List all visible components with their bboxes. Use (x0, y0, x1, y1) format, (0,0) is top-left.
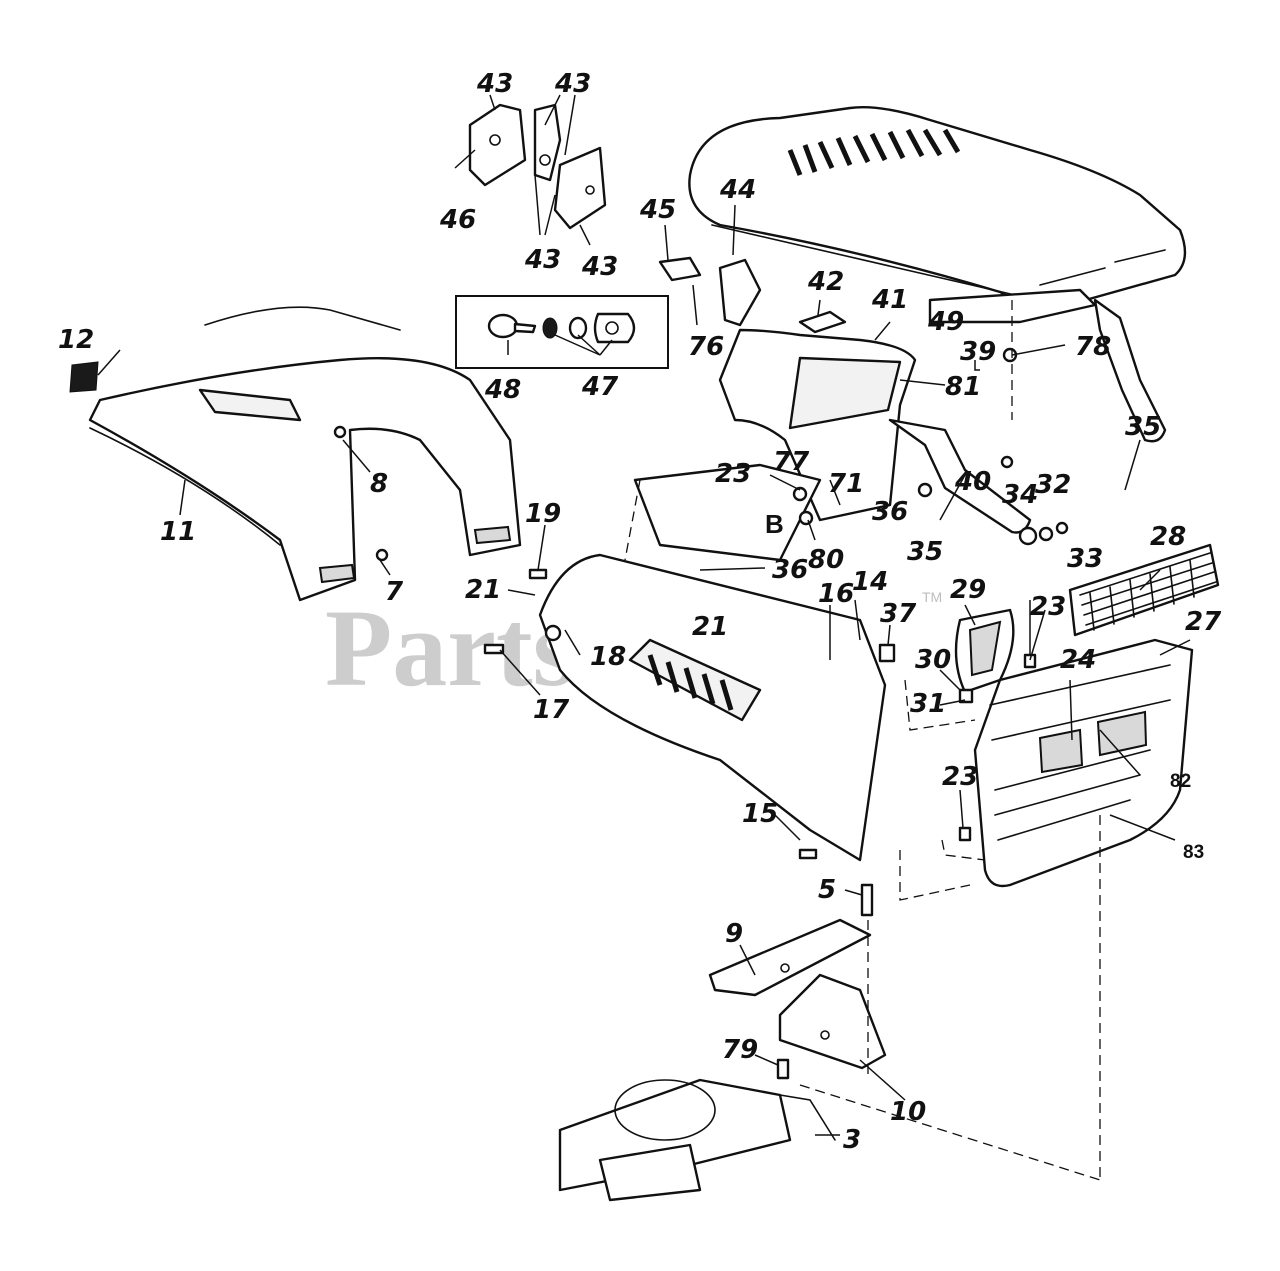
callout-31: 31 (910, 689, 946, 719)
side-panel-part[interactable] (538, 553, 887, 862)
callout-35-left: 35 (907, 537, 943, 567)
callout-81: 81 (945, 372, 981, 402)
dash-panel-part[interactable] (633, 328, 917, 562)
callout-43-bottom-left: 43 (524, 245, 561, 275)
leader-lines (97, 94, 1191, 1136)
callout-33: 33 (1067, 544, 1103, 574)
callout-14: 14 (852, 567, 888, 597)
callout-19: 19 (525, 499, 561, 529)
callout-37: 37 (880, 599, 917, 629)
callout-labels: 43 43 46 43 43 45 44 42 76 49 41 81 39 7… (58, 69, 1222, 1155)
headlight-housing-part[interactable] (954, 608, 1015, 694)
front-bracket-part[interactable] (708, 918, 887, 1070)
callout-28: 28 (1150, 522, 1186, 552)
callout-44: 44 (719, 175, 756, 205)
callout-8: 8 (370, 469, 388, 499)
callout-36-right: 36 (872, 497, 908, 527)
callout-77: 77 (773, 447, 810, 477)
callout-18: 18 (590, 642, 626, 672)
callout-43-top-left: 43 (476, 69, 513, 99)
callout-76: 76 (688, 332, 724, 362)
callout-9: 9 (725, 919, 743, 949)
callout-15: 15 (742, 799, 778, 829)
callout-27: 27 (1185, 607, 1222, 637)
assembly-lines (624, 300, 1101, 1181)
callout-5: 5 (818, 875, 836, 905)
callout-49: 49 (927, 307, 964, 337)
callout-78: 78 (1075, 332, 1111, 362)
callout-7: 7 (385, 577, 404, 607)
hinge-bracket-part[interactable] (468, 103, 607, 230)
callout-71: 71 (828, 469, 864, 499)
callout-47: 47 (581, 372, 619, 402)
reflector-part[interactable] (69, 361, 99, 393)
callout-B: B (765, 509, 784, 539)
callout-39: 39 (960, 337, 996, 367)
frame-part[interactable] (558, 1078, 836, 1202)
callout-43-bottom-right: 43 (581, 252, 618, 282)
hood-part[interactable] (688, 106, 1187, 313)
rear-fender-part[interactable] (88, 306, 522, 602)
fastener-hardware (333, 347, 1069, 562)
callout-40: 40 (954, 467, 991, 497)
callout-82: 82 (1170, 771, 1191, 792)
callout-30: 30 (915, 645, 951, 675)
callout-21-left: 21 (465, 575, 501, 605)
callout-32: 32 (1035, 470, 1071, 500)
grille-part[interactable] (1068, 543, 1220, 637)
callout-36-left: 36 (772, 555, 808, 585)
callout-46: 46 (439, 205, 476, 235)
bolt-hardware (483, 568, 1037, 1080)
callout-41: 41 (871, 285, 908, 315)
callout-45: 45 (639, 195, 676, 225)
callout-23-nose: 23 (942, 762, 978, 792)
callout-48: 48 (484, 375, 521, 405)
ignition-switch-group[interactable] (455, 295, 669, 369)
callout-3: 3 (843, 1125, 861, 1155)
callout-23-dash: 23 (715, 459, 751, 489)
callout-24: 24 (1060, 645, 1096, 675)
callout-11: 11 (160, 517, 196, 547)
callout-21-center: 21 (692, 612, 728, 642)
callout-43-top-right: 43 (554, 69, 591, 99)
callout-79: 79 (722, 1035, 758, 1065)
watermark-trademark: TM (922, 589, 942, 605)
hood-latch-bracket-part[interactable] (658, 256, 847, 334)
front-nose-part[interactable] (973, 638, 1194, 888)
callout-17: 17 (533, 695, 570, 725)
callout-35-right: 35 (1125, 412, 1161, 442)
callout-29: 29 (950, 575, 986, 605)
callout-12: 12 (58, 325, 94, 355)
callout-16: 16 (818, 579, 854, 609)
callout-83: 83 (1183, 842, 1204, 863)
callout-42: 42 (807, 267, 844, 297)
callout-10: 10 (890, 1097, 926, 1127)
callout-34: 34 (1002, 480, 1038, 510)
callout-80: 80 (808, 545, 844, 575)
callout-23-grille: 23 (1030, 592, 1066, 622)
